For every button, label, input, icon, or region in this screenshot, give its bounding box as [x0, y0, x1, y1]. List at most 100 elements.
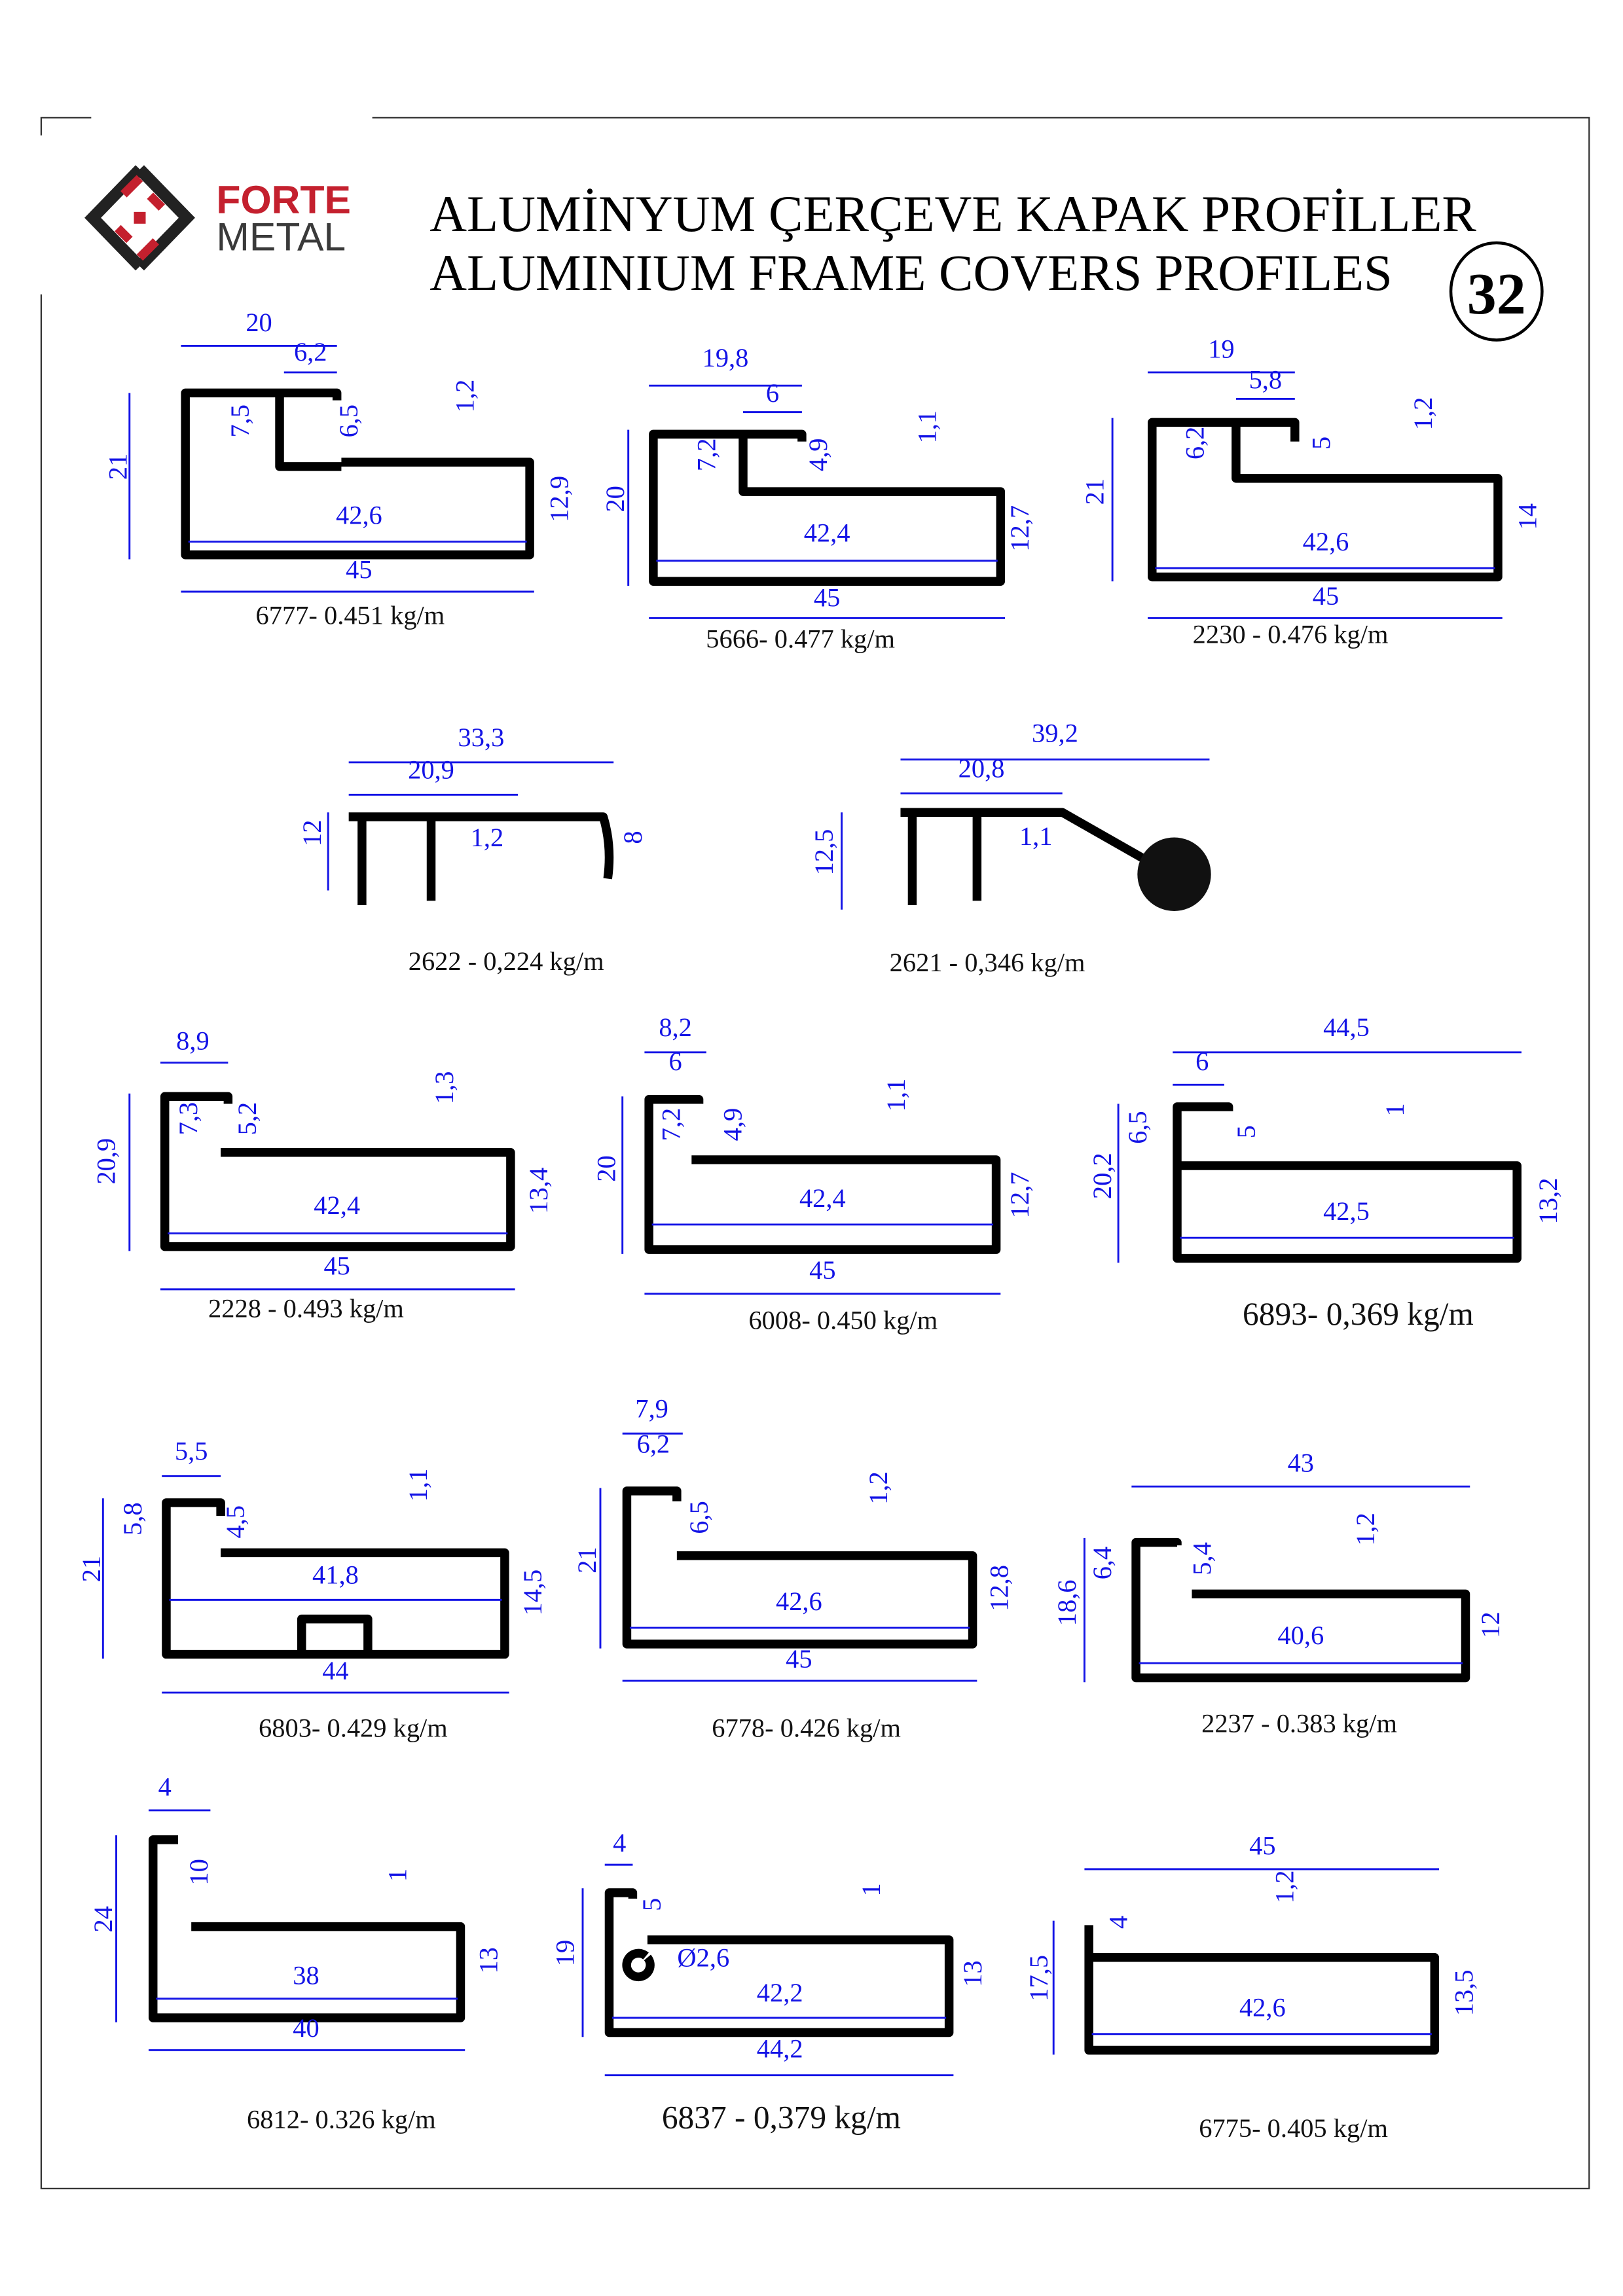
profile-section-shape	[644, 1095, 1001, 1254]
dimension-label: 13,4	[524, 1168, 553, 1214]
dimension-label: 44,2	[757, 2034, 803, 2064]
dimension-label: 7,2	[656, 1108, 685, 1141]
dimension-label: 10	[184, 1859, 213, 1885]
logo-mark-icon	[84, 165, 195, 271]
dimension-label: 24	[88, 1906, 118, 1932]
dimension-label: 13	[958, 1960, 987, 1986]
dimension-label: 21	[572, 1547, 602, 1573]
profile-code-weight: 6775- 0.405 kg/m	[1199, 2113, 1388, 2143]
dimension-label: 1,1	[912, 410, 941, 444]
profile-code-weight: 6837 - 0,379 kg/m	[662, 2100, 901, 2136]
dimension-label: 5,4	[1188, 1542, 1217, 1575]
dimension-label: 6,5	[684, 1501, 714, 1534]
dimension-label: 12,9	[545, 476, 574, 522]
dimension-label: 6	[766, 378, 779, 408]
page-title-turkish: ALUMİNYUM ÇERÇEVE KAPAK PROFİLLER	[429, 186, 1476, 243]
dimension-label: 1	[856, 1883, 886, 1896]
dimension-label: 12,7	[1005, 1172, 1034, 1219]
brand-name-forte: FORTE	[216, 177, 351, 222]
dimension-label: 45	[814, 583, 840, 612]
profile-code-weight: 2621 - 0,346 kg/m	[890, 948, 1085, 977]
dimension-label: 45	[1313, 581, 1339, 611]
dimension-label: 1,1	[1019, 821, 1053, 851]
dimension-label: 20,2	[1087, 1153, 1117, 1199]
dimension-label: 44,5	[1323, 1013, 1370, 1042]
dimension-label: 8,9	[176, 1026, 210, 1055]
brand-name-metal: METAL	[216, 214, 346, 259]
dimension-label: 1,2	[471, 823, 504, 852]
dimension-label: 21	[1080, 478, 1110, 505]
dimension-label: 20,8	[958, 753, 1005, 783]
dimension-label: 6,5	[1123, 1111, 1152, 1144]
dimension-label: 44	[322, 1656, 348, 1685]
profile-section-shape	[649, 429, 1006, 586]
dimension-label: 40,6	[1277, 1621, 1324, 1650]
profile-section-shape	[622, 1486, 977, 1649]
dimension-label: 14,5	[518, 1570, 547, 1616]
dimension-label: 21	[77, 1556, 106, 1582]
dimension-label: 42,6	[776, 1587, 822, 1616]
dimension-label: 1,1	[881, 1079, 911, 1112]
dimension-label: 45	[346, 555, 372, 584]
dimension-label: 18,6	[1052, 1579, 1082, 1626]
dimension-label: 45	[323, 1251, 350, 1280]
profile-code-weight: 6803- 0.429 kg/m	[259, 1713, 448, 1742]
profile-section-shape	[1084, 1925, 1440, 2055]
dimension-label: 4	[158, 1772, 172, 1801]
profile-code-weight: 6008- 0.450 kg/m	[748, 1306, 938, 1335]
dimension-label: 12,7	[1005, 505, 1034, 552]
dimension-label: 1	[382, 1869, 412, 1882]
dimension-label: 42,4	[799, 1183, 846, 1213]
dimension-label: 45	[786, 1644, 812, 1674]
dimension-label: 6,5	[334, 404, 363, 438]
page-number: 32	[1467, 262, 1526, 327]
dimension-label: 12	[297, 820, 327, 846]
profile-section-shape	[1173, 1102, 1522, 1263]
profile-drawing: 39,2 20,8 12,5 1,1 2621 - 0,346 kg/m	[809, 718, 1211, 977]
profile-code-weight: 2622 - 0,224 kg/m	[409, 946, 604, 976]
dimension-label: 1	[1380, 1103, 1410, 1116]
page-title-english: ALUMINIUM FRAME COVERS PROFILES	[429, 245, 1393, 302]
profile-section-shape	[162, 1498, 509, 1659]
profile-code-weight: 6777- 0.451 kg/m	[256, 600, 445, 630]
dimension-label: 1,2	[864, 1471, 893, 1505]
dimension-label: 42,5	[1323, 1196, 1370, 1226]
dimension-label: 5	[1231, 1125, 1261, 1138]
dimension-label: 39,2	[1032, 718, 1078, 747]
dimension-label: 20,9	[408, 755, 454, 785]
profile-code-weight: 2230 - 0.476 kg/m	[1193, 620, 1389, 649]
dimension-label: 4,9	[803, 439, 833, 472]
dimension-label: 19,8	[702, 343, 749, 372]
page-number-badge: 32	[1449, 241, 1544, 342]
profile-section-shape	[900, 808, 1150, 905]
dimension-label: 7,9	[635, 1394, 668, 1424]
profile-code-weight: 2237 - 0.383 kg/m	[1201, 1709, 1397, 1738]
dimension-label: 13	[474, 1947, 503, 1973]
profile-section-shape	[348, 812, 614, 905]
dimension-label: 5	[637, 1898, 666, 1911]
dimension-label: 13,5	[1450, 1969, 1479, 2016]
dimension-label: 42,2	[757, 1978, 803, 2007]
profile-code-weight: 6893- 0,369 kg/m	[1243, 1296, 1474, 1332]
dimension-label: 21	[103, 454, 132, 480]
dimension-label: 20	[591, 1155, 621, 1181]
profile-section-shape	[1148, 418, 1503, 582]
dimension-label: 19	[1208, 334, 1234, 363]
dimension-label: 42,6	[1239, 1993, 1286, 2022]
dimension-label: 42,6	[336, 501, 382, 530]
dimension-label: 33,3	[458, 723, 505, 752]
dimension-label: 38	[293, 1960, 319, 1990]
dimension-label: 7,2	[691, 439, 721, 472]
dimension-label: 1,2	[1351, 1513, 1380, 1546]
dimension-label: 6,2	[1180, 427, 1209, 460]
dimension-label: 12,5	[809, 829, 839, 876]
dimension-label: 42,4	[314, 1191, 360, 1220]
